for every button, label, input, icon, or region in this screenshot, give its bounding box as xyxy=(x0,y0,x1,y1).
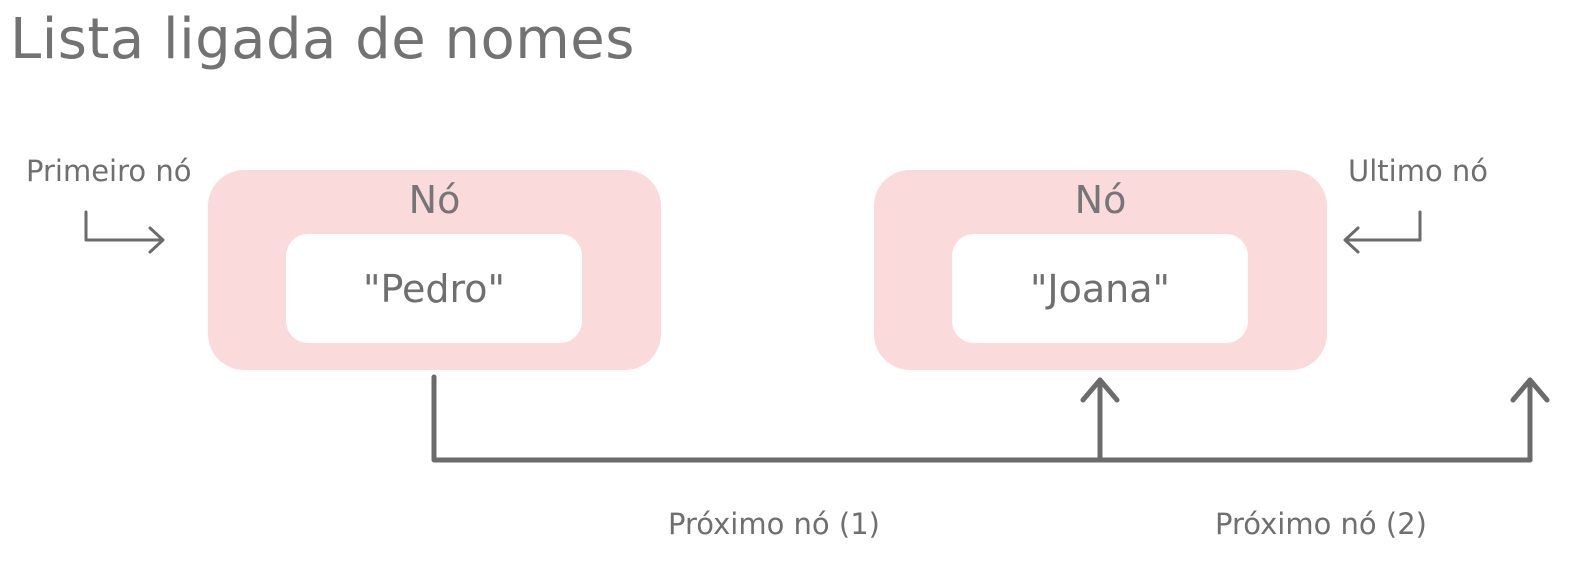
node-value-box: "Joana" xyxy=(952,234,1248,343)
next-links xyxy=(431,374,1550,463)
node-pedro: Nó "Pedro" xyxy=(208,170,661,370)
link-2-arrow-head xyxy=(1510,377,1550,403)
last-node-arrow xyxy=(1343,210,1422,254)
node-value: "Joana" xyxy=(1029,266,1171,311)
first-node-label: Primeiro nó xyxy=(26,154,192,188)
node-value-box: "Pedro" xyxy=(286,234,582,343)
node-caption: Nó xyxy=(408,178,461,222)
first-node-arrow xyxy=(84,210,165,254)
next-node-label-2: Próximo nó (2) xyxy=(1215,507,1427,541)
next-node-label-1: Próximo nó (1) xyxy=(668,507,880,541)
node-value: "Pedro" xyxy=(362,266,506,311)
link-1-arrow-head xyxy=(1080,377,1120,403)
diagram-title: Lista ligada de nomes xyxy=(10,7,635,72)
link-line xyxy=(431,374,1533,463)
node-caption: Nó xyxy=(1074,178,1127,222)
node-joana: Nó "Joana" xyxy=(874,170,1327,370)
last-node-label: Ultimo nó xyxy=(1348,154,1489,188)
